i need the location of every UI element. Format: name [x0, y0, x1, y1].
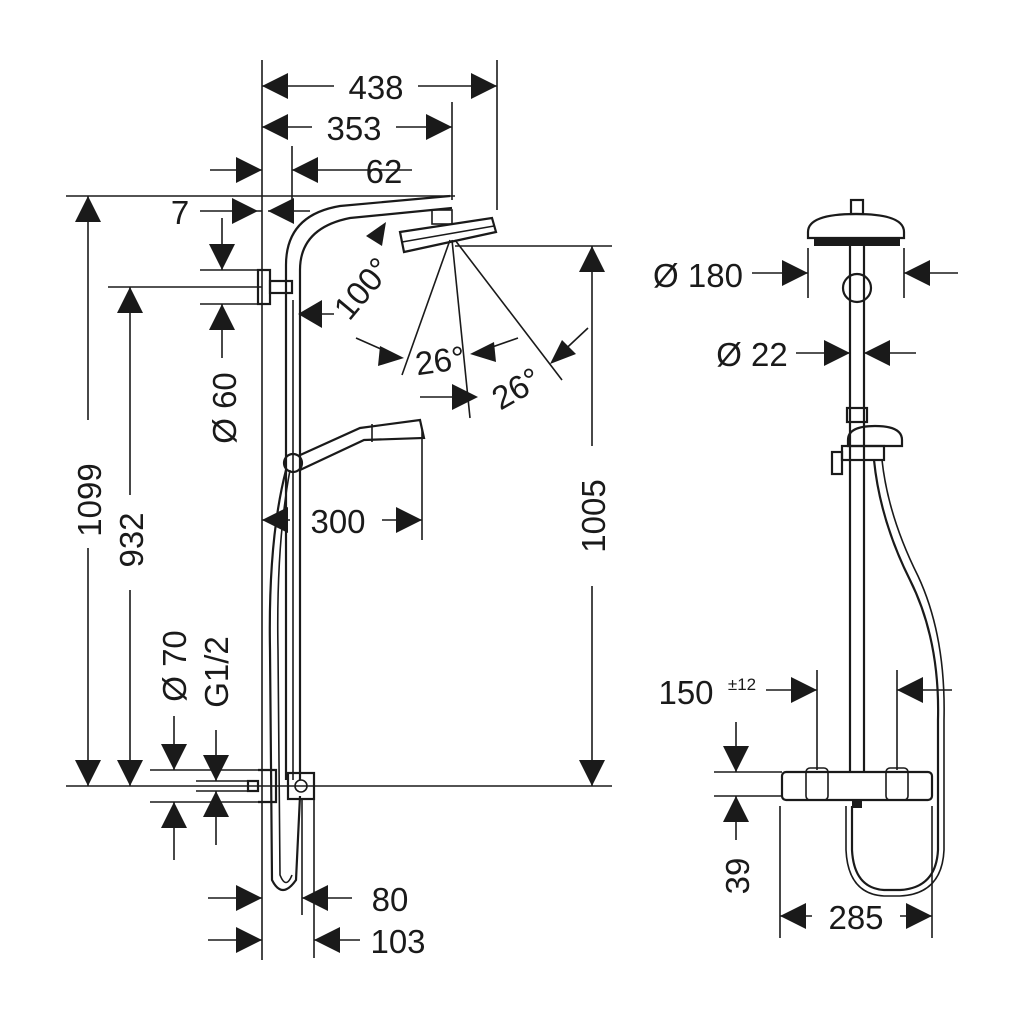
hose: [268, 469, 302, 892]
hand-shower-front: [846, 424, 904, 448]
thermostat-bar: [780, 770, 934, 802]
dim-150-tolerance: ±12: [728, 675, 756, 694]
spray-line: [454, 239, 563, 381]
wall-bracket-front: [845, 406, 869, 424]
spray-line: [401, 239, 451, 376]
dim-diameter-70: Ø 70: [156, 630, 193, 702]
dim-300: 300: [310, 503, 365, 540]
riser-pipe-inner: [298, 206, 453, 780]
dim-diameter-60: Ø 60: [206, 372, 243, 444]
dim-353: 353: [326, 110, 381, 147]
dim-g-1-2: G1/2: [198, 636, 235, 708]
dim-103: 103: [370, 923, 425, 960]
dim-100-degree: 100°: [326, 250, 398, 326]
wall-connection: [258, 768, 278, 804]
dim-1005: 1005: [575, 479, 612, 552]
thermostat-mixer: [286, 771, 316, 801]
dim-285: 285: [828, 899, 883, 936]
hand-shower-holder: [282, 452, 304, 474]
dim-932: 932: [113, 512, 150, 567]
dim-diameter-180: Ø 180: [653, 257, 743, 294]
overhead-shower-head: [398, 216, 498, 254]
front-view: Ø 180 Ø 22 150 ±12 39 285: [653, 198, 958, 938]
side-view: 438 353 62 7 100° 26°: [66, 60, 612, 960]
dim-7: 7: [171, 194, 189, 231]
dim-80: 80: [372, 881, 409, 918]
spray-line: [451, 239, 471, 419]
pipe-joint: [841, 272, 873, 304]
hose-front: [850, 459, 940, 892]
hand-shower: [297, 418, 426, 471]
dim-62: 62: [366, 153, 403, 190]
overhead-shower-head-front: [806, 212, 906, 240]
riser-pipe-outer: [284, 194, 451, 780]
dim-150: 150: [658, 674, 713, 711]
dim-diameter-22: Ø 22: [716, 336, 788, 373]
dim-39: 39: [719, 858, 756, 895]
dim-438: 438: [348, 69, 403, 106]
dim-26-degree-right: 26°: [485, 360, 547, 417]
dim-1099: 1099: [71, 463, 108, 536]
dim-26-degree-left: 26°: [413, 339, 468, 383]
